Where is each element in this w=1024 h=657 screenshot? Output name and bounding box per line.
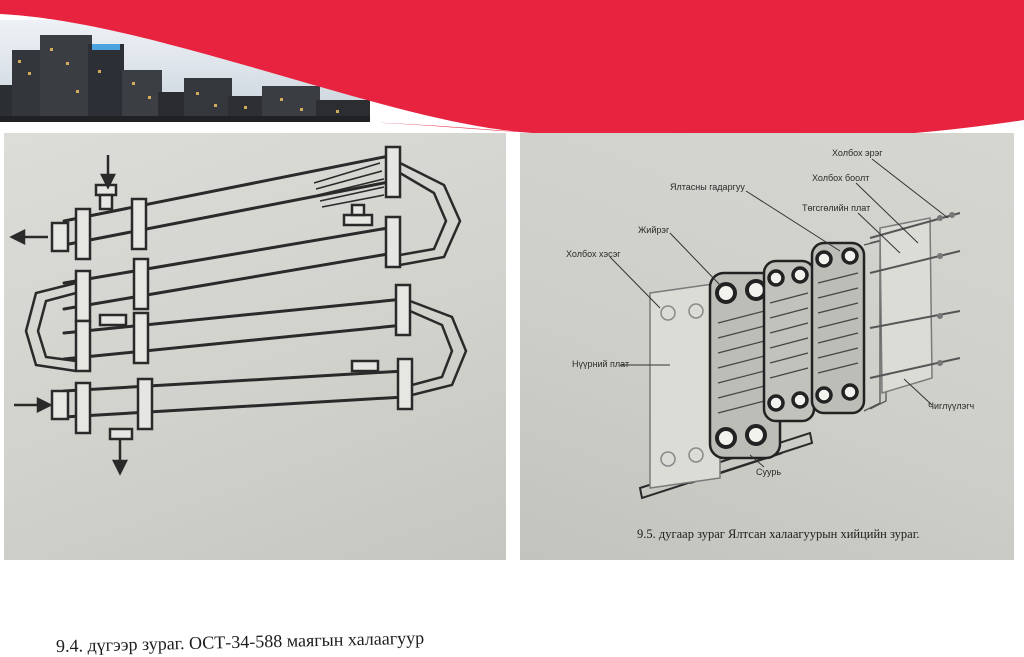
shell-tube-heater-drawing — [9, 145, 468, 476]
right-figure-caption: 9.5. дугаар зураг Ялтсан халаагуурын хий… — [637, 527, 920, 541]
plate-2 — [762, 259, 816, 423]
figure-right-photo: Холбох эрэг Холбох боолт Ялтасны гадаргу… — [520, 133, 1014, 560]
label-connection-part: Холбох хэсэг — [566, 249, 621, 259]
label-main-plate: Нүүрний плат — [572, 359, 630, 369]
plate-pack — [810, 238, 887, 415]
label-end-plate: Төгсгөлийн плат — [802, 203, 871, 213]
plate-heat-exchanger-drawing — [609, 158, 961, 500]
label-connection-screw: Холбох эрэг — [832, 148, 883, 158]
label-connection-bolt: Холбох боолт — [812, 173, 870, 183]
label-plate-cover: Ялтасны гадаргуу — [670, 182, 745, 192]
label-clamp: Чиглүүлэгч — [928, 401, 975, 411]
figure-left-photo: 9.4. дүгээр зураг. ОСТ-34-588 маягын хал… — [4, 133, 506, 656]
red-swoosh — [0, 0, 1024, 142]
label-base: Суурь — [756, 467, 782, 477]
header-banner — [0, 0, 1024, 142]
label-gasket: Жийрэг — [638, 225, 670, 235]
left-figure-caption: 9.4. дүгээр зураг. ОСТ-34-588 маягын хал… — [55, 627, 425, 656]
